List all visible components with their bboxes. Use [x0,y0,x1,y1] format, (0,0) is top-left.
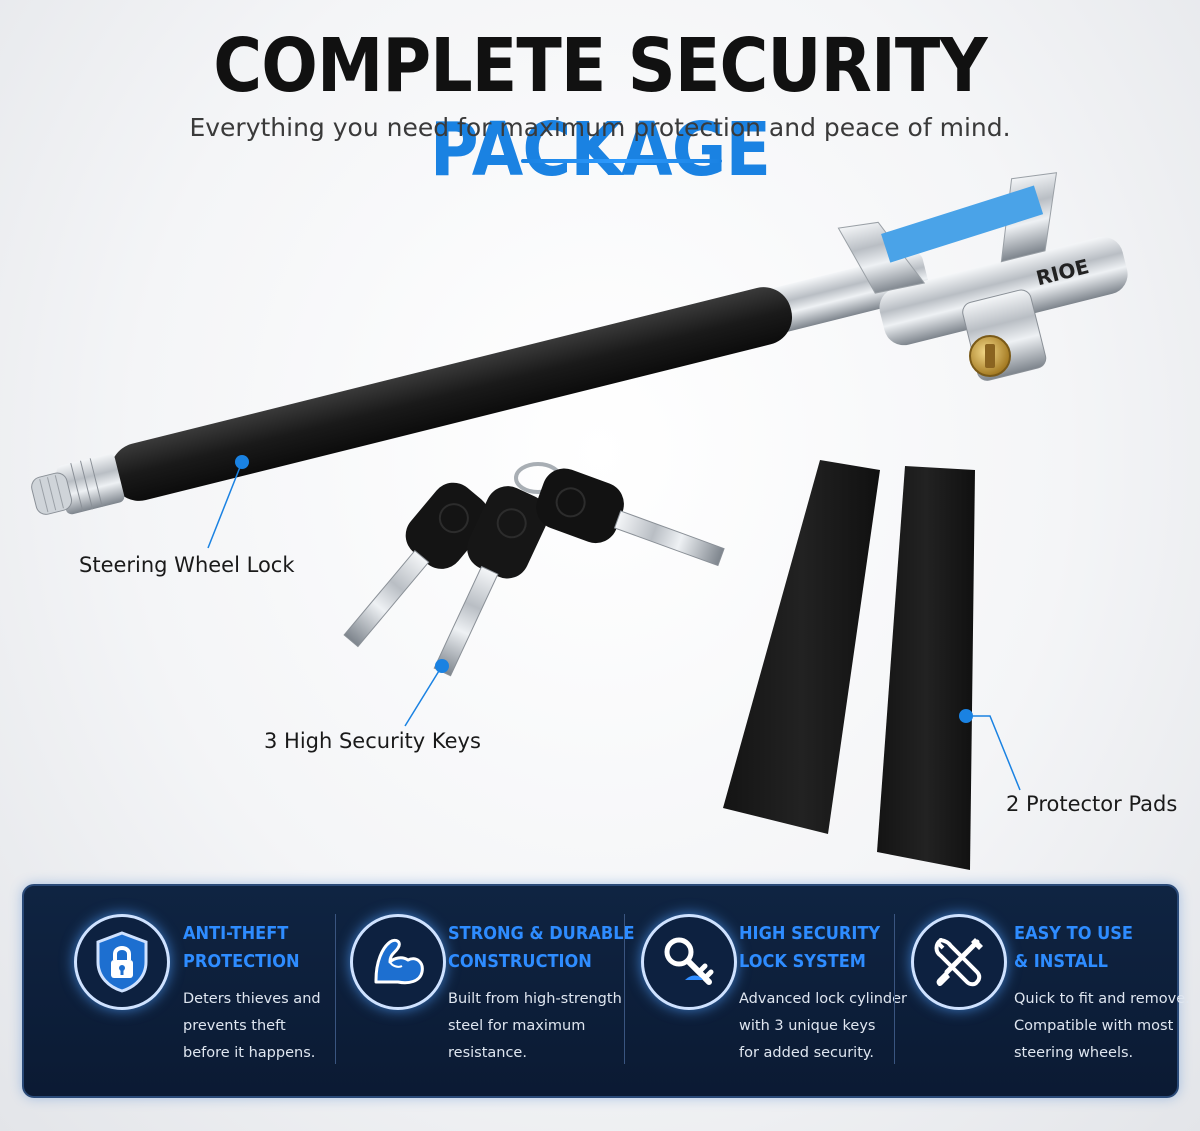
key-icon [641,914,737,1010]
feature-title: ANTI-THEFT PROTECTION [183,923,300,972]
feature-high-security: HIGH SECURITY LOCK SYSTEM Advanced lock … [614,886,907,1096]
feature-description: Advanced lock cylinder with 3 unique key… [739,991,907,1061]
callout-line-pads [966,715,1021,791]
callout-security-keys: 3 High Security Keys [264,729,481,753]
shield-lock-icon [74,914,170,1010]
feature-divider [624,914,625,1064]
callout-dot-lock [235,455,249,469]
feature-description: Deters thieves and prevents theft before… [183,991,321,1061]
feature-anti-theft: ANTI-THEFT PROTECTION Deters thieves and… [24,886,324,1096]
protector-pads [723,460,975,870]
callout-line-keys [404,665,443,727]
steering-wheel-lock: RIOE [31,172,1128,515]
callout-steering-wheel-lock: Steering Wheel Lock [79,553,295,577]
features-panel: ANTI-THEFT PROTECTION Deters thieves and… [22,884,1190,1098]
callout-dot-pads [959,709,973,723]
callout-line-lock [207,461,243,549]
title-main: COMPLETE SECURITY [213,23,987,109]
callout-protector-pads: 2 Protector Pads [1006,792,1178,816]
feature-easy-install: EASY TO USE & INSTALL Quick to fit and r… [894,886,1190,1096]
wrench-screwdriver-icon [911,914,1007,1010]
feature-divider [335,914,336,1064]
title-underline [521,159,722,163]
callout-dot-keys [435,659,449,673]
keys-set [343,462,725,677]
feature-title: STRONG & DURABLE CONSTRUCTION [448,923,635,972]
product-illustration: RIOE [31,172,1128,870]
title-accent: PACKAGE [429,107,771,193]
flexed-arm-icon [350,914,446,1010]
page-subtitle: Everything you need for maximum protecti… [189,113,1011,142]
page-title: COMPLETE SECURITY PACKAGE [60,24,1140,192]
feature-strong-durable: STRONG & DURABLE CONSTRUCTION Built from… [324,886,635,1096]
feature-divider [894,914,895,1064]
feature-description: Built from high-strength steel for maxim… [448,991,622,1061]
feature-title: EASY TO USE & INSTALL [1014,923,1133,972]
feature-description: Quick to fit and remove. Compatible with… [1014,991,1190,1061]
feature-title: HIGH SECURITY LOCK SYSTEM [739,923,881,972]
